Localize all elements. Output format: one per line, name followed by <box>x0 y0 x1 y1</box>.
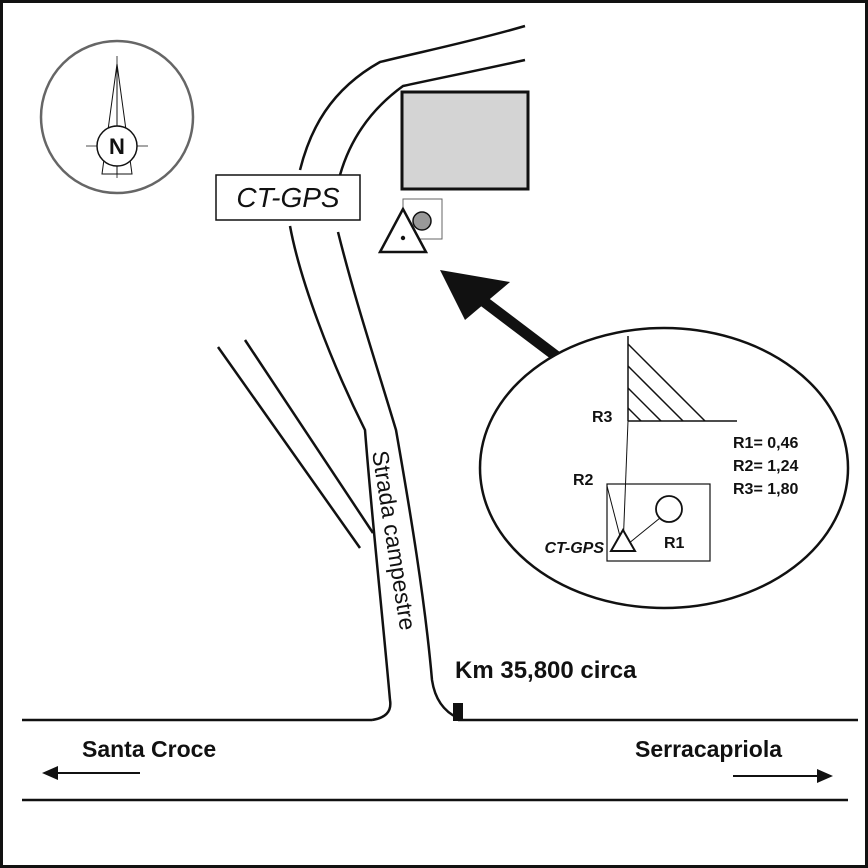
pointer-arrow-head-icon <box>440 270 510 320</box>
inset-distance-r2: R2= 1,24 <box>733 458 798 475</box>
benchmark-dot <box>412 211 432 231</box>
inset-gps-triangle-icon <box>609 527 637 552</box>
station-label-box <box>215 174 361 221</box>
road-edge-lower-left <box>288 225 392 722</box>
road-edge-lower-right <box>336 231 459 720</box>
inset-distance-r1: R1= 0,46 <box>733 435 798 452</box>
road-edge-upper-left <box>298 24 526 171</box>
inset-line-r3 <box>622 420 629 549</box>
direction-left-label: Santa Croce <box>82 736 216 762</box>
arrow-right-icon <box>817 769 833 783</box>
inset-r2-label: R2 <box>573 472 594 489</box>
inset-station-label: CT-GPS <box>544 540 604 557</box>
km-marker-post <box>453 703 463 721</box>
station-label: CT-GPS <box>236 182 340 213</box>
inset-r3-label: R3 <box>592 409 613 426</box>
building <box>400 90 530 191</box>
compass-north-letter: N <box>109 134 125 159</box>
road-edge-upper-right <box>338 58 526 176</box>
pointer-arrow-shaft <box>478 295 560 361</box>
detail-inset: R3 R2 R1 CT-GPS R1= 0,46 R2= 1,24 R3= 1,… <box>478 326 850 610</box>
track-edge-left <box>216 346 362 549</box>
direction-right-label: Serracapriola <box>635 736 782 762</box>
inset-enclosure <box>606 483 711 562</box>
station-center-dot <box>400 235 406 241</box>
inset-r1-label: R1 <box>664 535 685 552</box>
inset-distance-r3: R3= 1,80 <box>733 481 798 498</box>
arrow-left-icon <box>42 766 58 780</box>
track-edge-right <box>243 339 375 534</box>
inset-ellipse <box>478 326 850 610</box>
inset-wall-hatching <box>627 343 706 422</box>
km-marker-label: Km 35,800 circa <box>455 657 637 684</box>
compass-rose-icon: N <box>39 39 195 195</box>
inset-reference-circle <box>655 495 683 523</box>
gps-station-triangle-icon <box>377 206 429 254</box>
